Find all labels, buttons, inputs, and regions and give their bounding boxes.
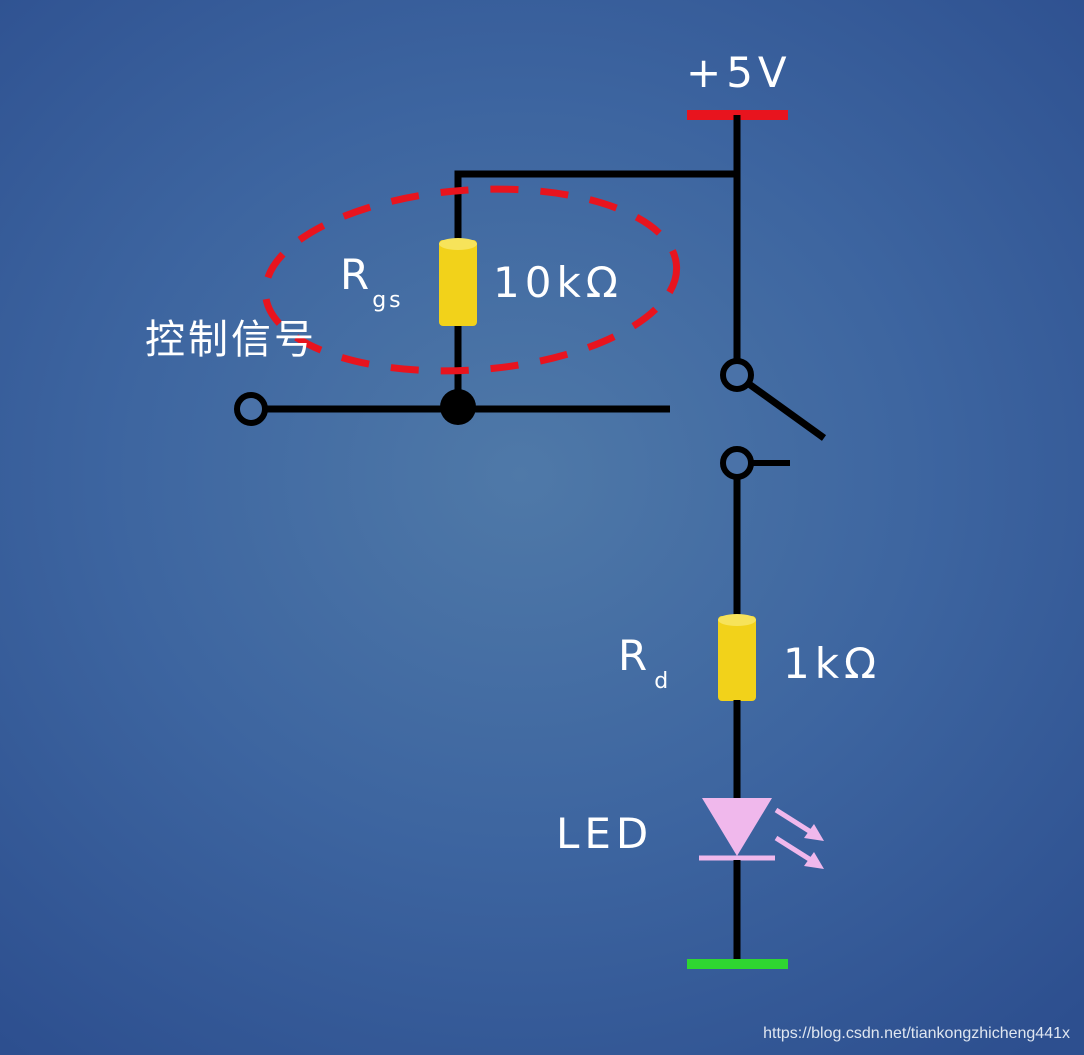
rd-main: R bbox=[618, 631, 653, 680]
led-label: LED bbox=[556, 809, 654, 858]
rgs-main: R bbox=[340, 250, 375, 299]
rgs-symbol: Rgs bbox=[340, 254, 406, 312]
resistor-rgs bbox=[439, 238, 477, 326]
control-signal-label: 控制信号 bbox=[145, 317, 317, 363]
rd-symbol: Rd bbox=[618, 635, 669, 693]
watermark: https://blog.csdn.net/tiankongzhicheng44… bbox=[763, 1025, 1070, 1042]
resistor-rd bbox=[718, 614, 756, 701]
rgs-highlight-ellipse bbox=[261, 185, 681, 375]
junction-node bbox=[440, 389, 476, 425]
switch-contact-top bbox=[720, 358, 754, 392]
rgs-subscript: gs bbox=[372, 288, 404, 313]
vcc-label: +5V bbox=[686, 48, 792, 97]
switch-blade bbox=[746, 381, 827, 441]
control-terminal bbox=[234, 392, 268, 426]
wire-top-to-rgs bbox=[454, 170, 737, 245]
switch-contact-bottom bbox=[720, 446, 754, 480]
rd-subscript: d bbox=[654, 669, 672, 694]
rgs-value: 10kΩ bbox=[493, 258, 623, 307]
led-symbol bbox=[699, 798, 824, 869]
rd-value: 1kΩ bbox=[783, 639, 882, 688]
